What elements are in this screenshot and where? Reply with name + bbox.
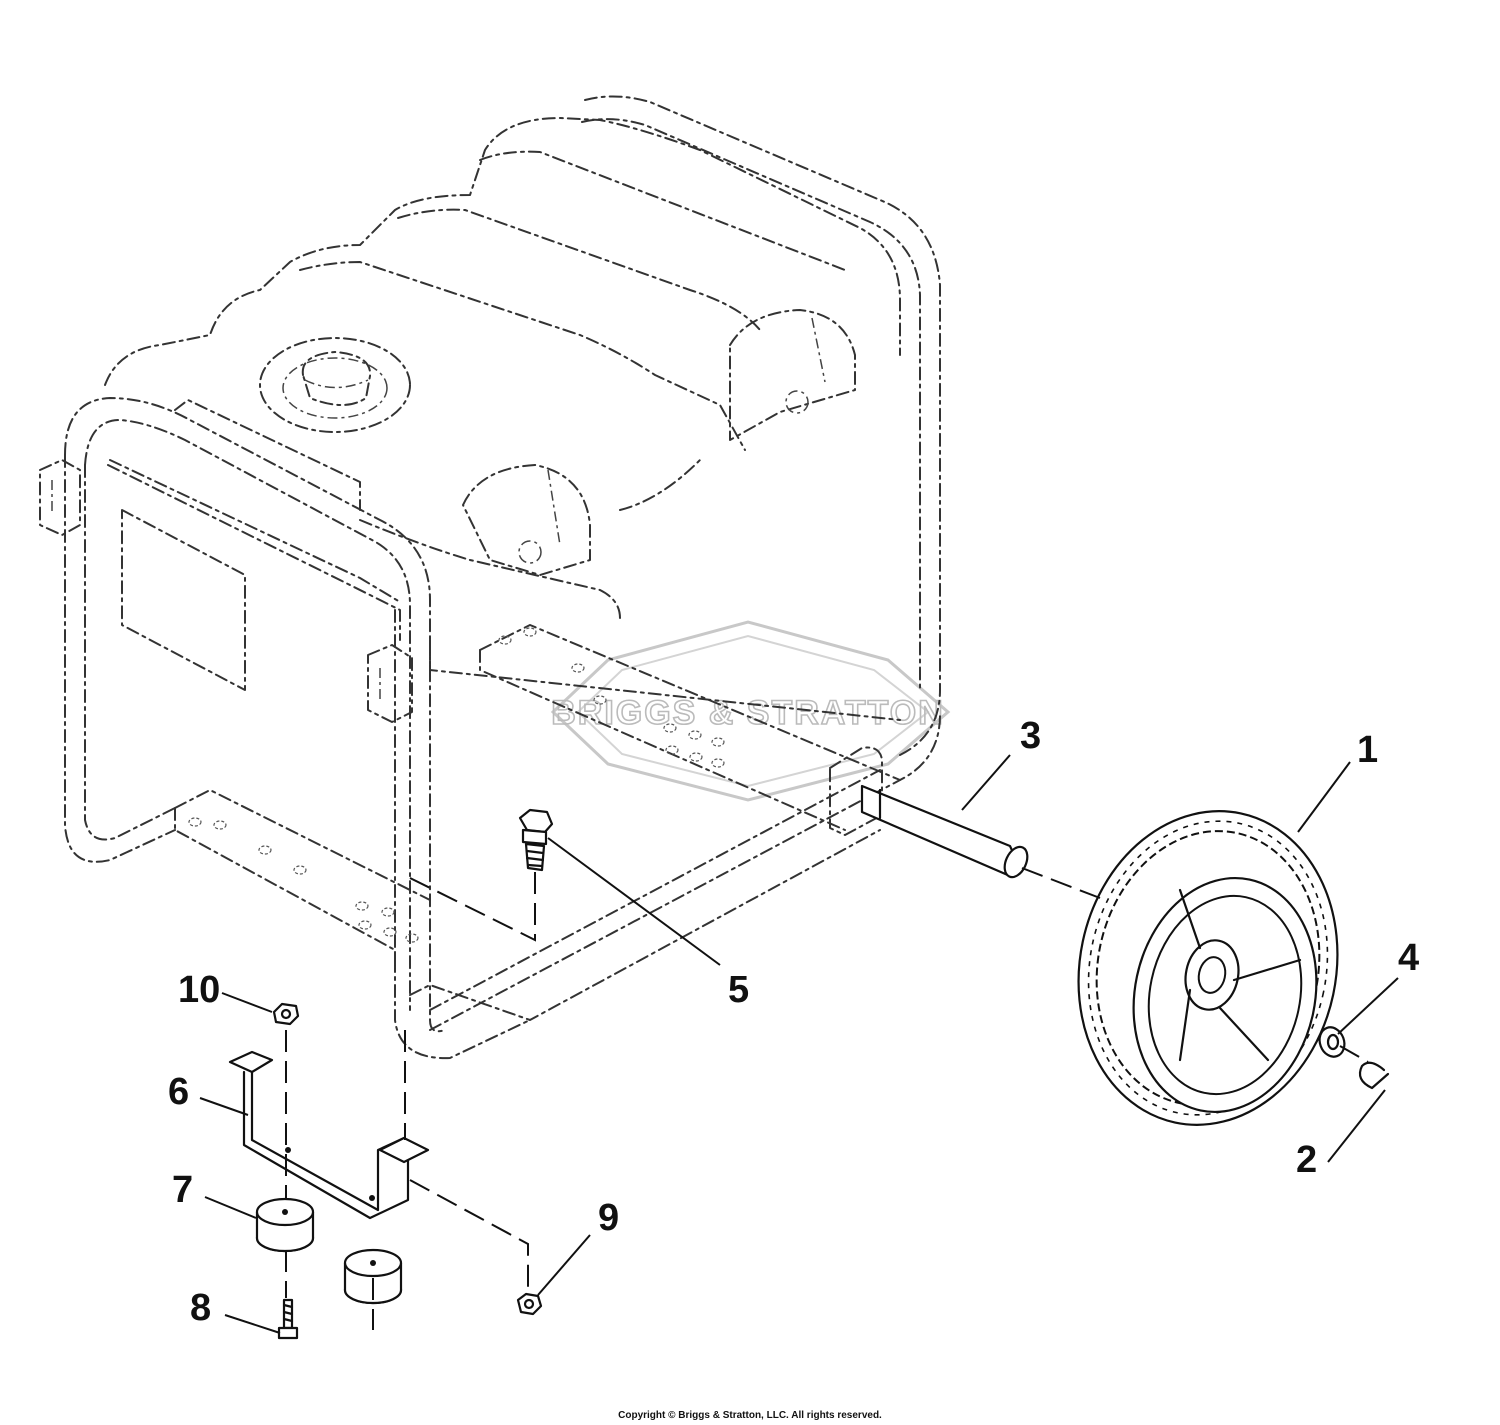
watermark-brand-text: BRIGGS & STRATTON — [551, 694, 945, 732]
callout-1[interactable]: 1 — [1357, 729, 1378, 771]
generator-frame — [39, 95, 941, 1060]
callout-10[interactable]: 10 — [178, 969, 220, 1011]
part-nut-lower[interactable] — [516, 1292, 543, 1316]
part-nut-upper[interactable] — [272, 1002, 300, 1026]
part-screw[interactable] — [277, 1298, 299, 1340]
callout-2[interactable]: 2 — [1296, 1139, 1317, 1181]
part-rubber-mount[interactable] — [255, 1197, 315, 1253]
part-washer[interactable] — [1316, 1024, 1349, 1060]
callout-5[interactable]: 5 — [728, 969, 749, 1011]
frame-bolt-holes — [188, 627, 725, 943]
part-rubber-mount-second[interactable] — [343, 1248, 403, 1305]
part-mounting-bracket[interactable] — [228, 1050, 430, 1220]
assembly-lines — [285, 867, 1369, 1330]
leader-lines — [199, 754, 1399, 1334]
callout-3[interactable]: 3 — [1020, 715, 1041, 757]
callout-7[interactable]: 7 — [172, 1169, 193, 1211]
callout-8[interactable]: 8 — [190, 1287, 211, 1329]
callout-6[interactable]: 6 — [168, 1071, 189, 1113]
callout-9[interactable]: 9 — [598, 1197, 619, 1239]
callouts: 1 2 3 4 5 6 7 8 9 10 — [168, 715, 1419, 1329]
part-wheel[interactable] — [1050, 787, 1366, 1149]
brand-watermark: BRIGGS & STRATTON — [550, 620, 951, 802]
part-retaining-ring[interactable] — [1358, 1061, 1390, 1090]
part-hex-bolt[interactable] — [518, 808, 554, 872]
copyright-notice: Copyright © Briggs & Stratton, LLC. All … — [618, 1410, 882, 1421]
callout-4[interactable]: 4 — [1398, 937, 1419, 979]
part-axle[interactable] — [860, 784, 1032, 881]
